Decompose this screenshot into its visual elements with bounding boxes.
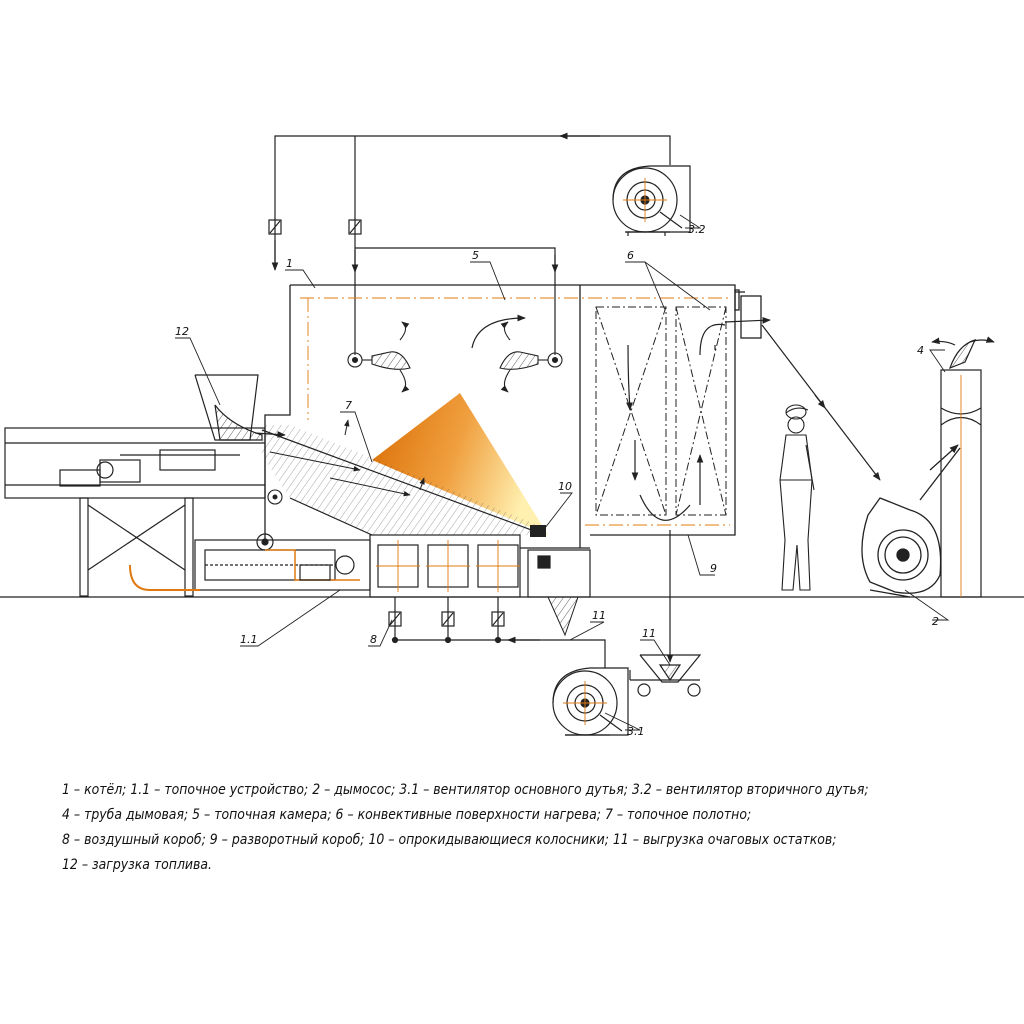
callout-leaders bbox=[175, 214, 950, 731]
flue-duct bbox=[761, 324, 881, 481]
legend-line-1: 1 – котёл; 1.1 – топочное устройство; 2 … bbox=[62, 782, 869, 798]
legend-line-2: 4 – труба дымовая; 5 – топочная камера; … bbox=[62, 807, 752, 823]
secondary-air-nozzles bbox=[347, 321, 563, 393]
callout-1: 1 bbox=[286, 257, 293, 270]
operator-figure bbox=[779, 404, 815, 591]
legend-line-4: 12 – загрузка топлива. bbox=[62, 857, 213, 873]
boiler-axis-lines bbox=[300, 297, 730, 526]
fuel-loading bbox=[4, 374, 286, 597]
callout-32: 3.2 bbox=[688, 223, 706, 236]
secondary-air-duct bbox=[268, 132, 671, 355]
chimney bbox=[931, 336, 995, 598]
tipping-grate bbox=[530, 525, 546, 537]
callout-8: 8 bbox=[370, 633, 377, 646]
callout-11-ash-a: 11 bbox=[592, 609, 606, 622]
primary-air-duct bbox=[388, 597, 606, 668]
primary-air-fan bbox=[552, 667, 629, 736]
air-box-axes bbox=[376, 540, 520, 592]
flame-zone bbox=[372, 393, 548, 535]
callout-9: 9 bbox=[710, 562, 717, 575]
callout-11: 1.1 bbox=[240, 633, 258, 646]
legend: 1 – котёл; 1.1 – топочное устройство; 2 … bbox=[62, 778, 879, 878]
secondary-air-fan bbox=[612, 165, 691, 236]
ash-cart bbox=[629, 530, 702, 697]
callout-10: 10 bbox=[558, 480, 572, 493]
boiler-plant-diagram: 1 5 6 4 3.2 12 7 10 9 2 1.1 8 11 11 3.1 bbox=[0, 132, 1024, 738]
callout-4: 4 bbox=[917, 344, 924, 357]
ash-discharge-cone bbox=[547, 596, 579, 637]
smoke-exhauster bbox=[861, 444, 961, 598]
convective-surfaces bbox=[595, 306, 727, 516]
boiler-body bbox=[264, 284, 762, 548]
legend-line-3: 8 – воздушный короб; 9 – разворотный кор… bbox=[62, 832, 837, 848]
callout-6: 6 bbox=[627, 249, 634, 262]
fuel-bed bbox=[261, 419, 546, 536]
callout-5: 5 bbox=[472, 249, 479, 262]
flue-gas-flow-arrows bbox=[471, 314, 771, 521]
callout-11-ash-b: 11 bbox=[642, 627, 656, 640]
callout-12: 12 bbox=[175, 325, 189, 338]
callout-31: 3.1 bbox=[627, 725, 645, 738]
callout-2: 2 bbox=[932, 615, 939, 628]
furnace-device bbox=[129, 533, 371, 591]
callout-7: 7 bbox=[345, 399, 352, 412]
